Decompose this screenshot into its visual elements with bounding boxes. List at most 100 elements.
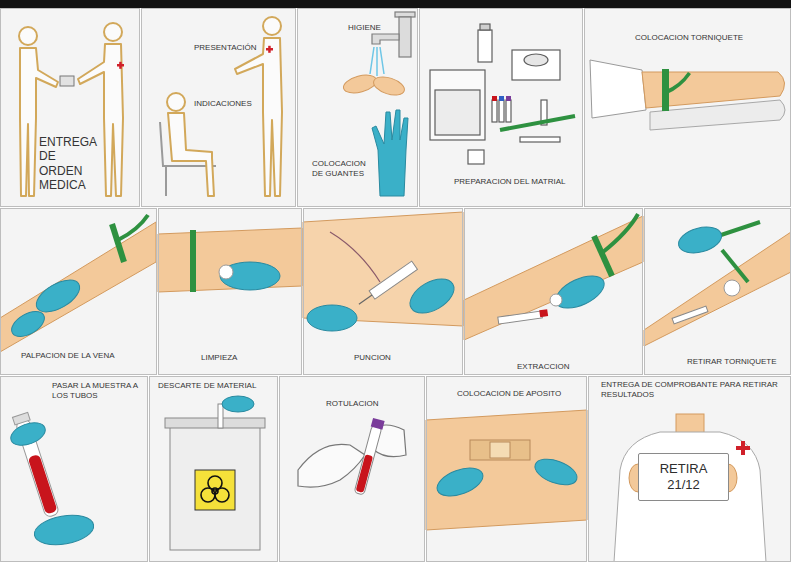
figures-part [19, 27, 37, 45]
top-bar [0, 0, 791, 8]
figures-part [78, 44, 123, 196]
syringe [672, 306, 708, 324]
tourniquet-part [112, 224, 124, 262]
tourniquet-part [722, 250, 748, 282]
sharps-container [165, 418, 265, 550]
syringe [356, 261, 417, 308]
step-panel: ROTULACION [279, 376, 425, 562]
tourniquet-part [190, 230, 196, 292]
figures-part [263, 17, 281, 35]
red-cross [266, 46, 273, 53]
sharps-container-part [170, 426, 260, 550]
red-cross-part [268, 46, 271, 53]
bandage-part [490, 442, 510, 458]
glove [7, 274, 84, 342]
glove-part [220, 262, 280, 290]
arm [644, 232, 791, 346]
arm [158, 228, 302, 292]
cotton [550, 294, 562, 306]
glove [220, 262, 280, 290]
tourniquet [112, 215, 148, 262]
faucet-part [395, 12, 415, 17]
step-label: INDICACIONES [194, 99, 252, 109]
step-panel: LIMPIEZA [158, 208, 302, 375]
material-part [478, 30, 492, 62]
panel-ground-part [149, 376, 278, 562]
step-label: ROTULACION [326, 399, 378, 409]
step-label: PREPARACION DEL MATRIAL [454, 177, 565, 187]
panel-ground-part [0, 376, 148, 562]
cotton [219, 265, 233, 279]
glove-part [222, 396, 254, 412]
syringe-part [672, 306, 708, 324]
step-panel: COLOCACION DE APOSITO [426, 376, 587, 562]
glove-part [532, 454, 581, 490]
glove [307, 272, 460, 331]
material-part [506, 100, 511, 122]
panel-ground-part [0, 8, 140, 207]
biohazard-symbol-part [212, 488, 218, 494]
red-cross-part [741, 441, 745, 455]
step-label: COLOCACION DE APOSITO [457, 389, 561, 399]
step-panel: RETIRA 21/12 ENTREGA DE COMPROBANTE PARA … [588, 376, 791, 562]
sleeve-part [590, 60, 646, 118]
glove [551, 269, 609, 315]
glove-part [404, 272, 460, 320]
note-text: RETIRA 21/12 [656, 461, 712, 492]
red-cross [117, 62, 124, 69]
sharps-container-part [195, 470, 235, 510]
faucet-part [399, 17, 411, 57]
red-cross [736, 441, 750, 455]
vein [330, 232, 380, 282]
glove-part [8, 418, 49, 449]
figures-part [235, 38, 282, 196]
figures [19, 23, 123, 196]
panel-ground-part [584, 8, 791, 207]
blood-tube [353, 418, 385, 495]
arm [464, 216, 643, 340]
arm [0, 222, 156, 352]
panel-ground-part [0, 208, 157, 375]
hands-part [342, 72, 379, 96]
hands [298, 425, 406, 487]
arm [426, 410, 587, 530]
tube-caps [492, 96, 511, 101]
material-part [512, 50, 560, 80]
step-panel: PRESENTACIÓNINDICACIONES [141, 8, 296, 207]
tourniquet-part [594, 236, 612, 276]
glove [372, 110, 408, 196]
glove-part [676, 223, 725, 258]
step-label: ENTREGA DE COMPROBANTE PARA RETIRAR RESU… [601, 380, 786, 399]
material-part [492, 100, 497, 122]
panel-ground-part [588, 376, 791, 562]
step-panel: PREPARACION DEL MATRIAL [419, 8, 583, 207]
glove-part [372, 110, 408, 196]
top-bar-part [0, 0, 791, 8]
material-part [499, 100, 504, 122]
step-panel: HIGIENECOLOCACION DE GUANTES [297, 8, 418, 207]
tube-caps-part [492, 96, 497, 101]
medical-order-part [60, 76, 74, 86]
glove [8, 418, 96, 549]
blood-tube-part [28, 454, 58, 515]
medical-order [60, 76, 74, 86]
biohazard-symbol [201, 476, 229, 502]
tourniquet-part [603, 214, 638, 252]
material-part [435, 90, 480, 135]
glove-part [551, 269, 609, 315]
panel-ground-part [303, 208, 463, 375]
hands [342, 72, 407, 99]
syringe-part [369, 261, 417, 299]
material-part [480, 24, 490, 30]
note-card: RETIRA 21/12 [638, 453, 729, 501]
panel-ground-part [297, 8, 418, 207]
tourniquet [662, 69, 691, 111]
arm-part [464, 216, 643, 340]
step-label: HIGIENE [348, 23, 381, 33]
blood-tube-part [12, 412, 30, 425]
glove [222, 396, 254, 412]
bandage [470, 440, 530, 460]
arm-part [0, 222, 156, 352]
glove-part [433, 463, 486, 502]
